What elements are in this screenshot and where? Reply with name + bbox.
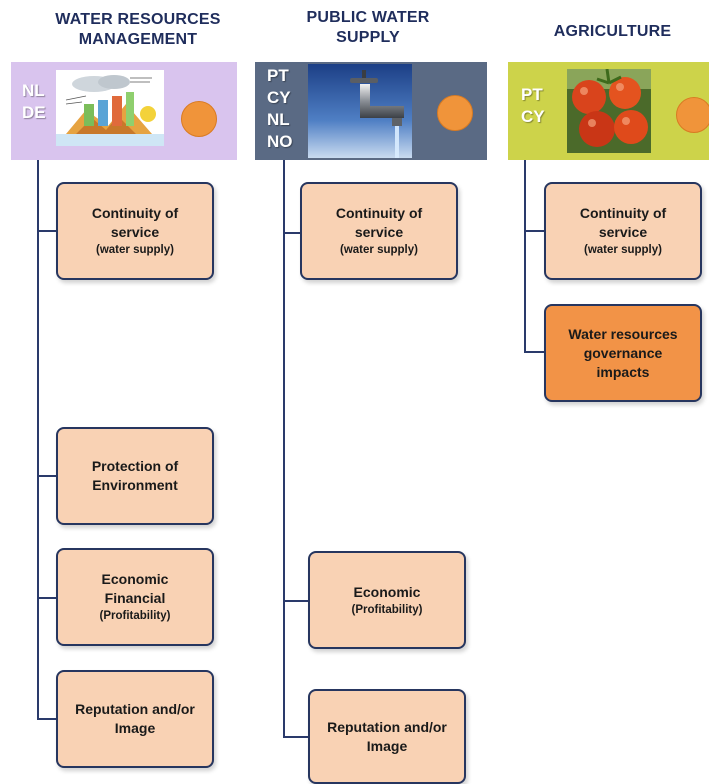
box-main-text: Continuity of service [335, 205, 423, 240]
box-economic: Economic (Profitability) [308, 551, 466, 649]
column-title-public-water-supply: PUBLIC WATER SUPPLY [306, 9, 430, 46]
connector-line [524, 160, 526, 353]
box-main-text: Protection of Environment [91, 458, 179, 493]
country-code: DE [22, 103, 46, 122]
column-title-agriculture: AGRICULTURE [553, 23, 672, 40]
connector-line [37, 230, 58, 232]
box-main-text: Water resources governance impacts [568, 325, 678, 380]
box-continuity-of-service: Continuity of service (water supply) [300, 182, 458, 280]
diagram-illustration-image [56, 70, 164, 146]
connector-line [283, 232, 302, 234]
country-codes: PT CY [521, 84, 545, 128]
box-main-text: Continuity of service [91, 205, 179, 240]
orange-circle-marker [437, 95, 473, 131]
box-sub-text: (Profitability) [99, 610, 171, 622]
box-continuity-of-service: Continuity of service (water supply) [544, 182, 702, 280]
box-continuity-of-service: Continuity of service (water supply) [56, 182, 214, 280]
box-main-text: Continuity of service [579, 205, 667, 240]
box-sub-text: (water supply) [584, 244, 662, 256]
connector-line [37, 597, 58, 599]
country-code: PT [267, 66, 289, 85]
box-sub-text: (water supply) [96, 244, 174, 256]
connector-line [283, 160, 285, 738]
box-protection-of-environment: Protection of Environment [56, 427, 214, 525]
country-code: CY [521, 107, 545, 126]
connector-line [37, 160, 39, 720]
country-codes: PT CY NL NO [267, 65, 293, 153]
water-tap-image [308, 64, 412, 158]
tomatoes-image [567, 69, 651, 153]
connector-line [283, 600, 310, 602]
orange-circle-marker [181, 101, 217, 137]
box-sub-text: (water supply) [340, 244, 418, 256]
country-code: PT [521, 85, 543, 104]
box-main-text: Economic Financial [101, 571, 169, 606]
country-codes: NL DE [22, 80, 46, 124]
box-water-resources-governance-impacts: Water resources governance impacts [544, 304, 702, 402]
connector-line [37, 475, 58, 477]
connector-line [524, 351, 545, 353]
connector-line [37, 718, 58, 720]
box-reputation-image: Reputation and/or Image [308, 689, 466, 784]
country-code: CY [267, 88, 291, 107]
country-code: NO [267, 132, 293, 151]
column-title-water-resources-management: WATER RESOURCES MANAGEMENT [55, 11, 221, 48]
box-main-text: Reputation and/or Image [75, 701, 195, 736]
box-economic-financial: Economic Financial (Profitability) [56, 548, 214, 646]
orange-circle-marker [676, 97, 709, 133]
country-code: NL [267, 110, 290, 129]
box-main-text: Reputation and/or Image [327, 718, 447, 754]
box-sub-text: (Profitability) [351, 603, 423, 616]
connector-line [524, 230, 545, 232]
connector-line [283, 736, 310, 738]
box-main-text: Economic [353, 583, 421, 600]
box-reputation-image: Reputation and/or Image [56, 670, 214, 768]
country-code: NL [22, 81, 45, 100]
